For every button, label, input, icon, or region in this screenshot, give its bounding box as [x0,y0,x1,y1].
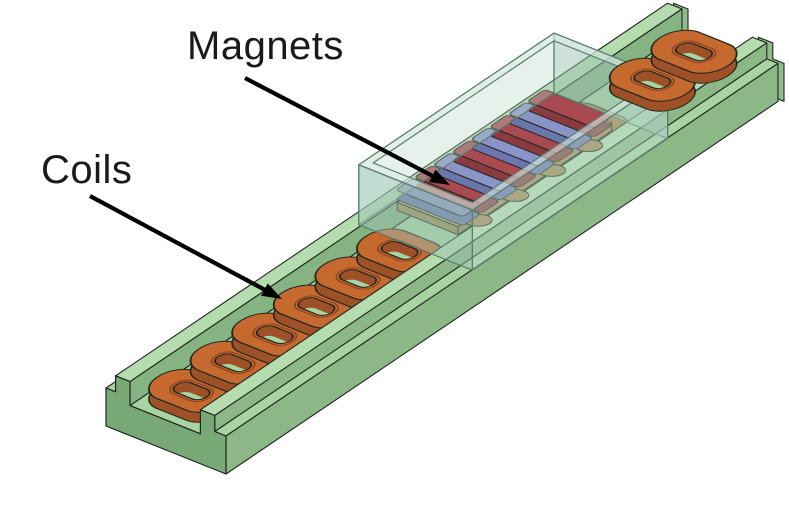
coil-8 [650,29,738,84]
base-front-structure [105,36,779,475]
base-left-end-face [105,375,227,475]
coils-label: Coils [41,148,133,192]
magnets-arrow [244,76,450,185]
coils-arrowhead [261,283,282,299]
magnets-arrowhead [429,169,450,185]
cover-front-wall [471,77,669,271]
magnets-label: Magnets [187,24,344,68]
coils-arrow [89,194,282,299]
